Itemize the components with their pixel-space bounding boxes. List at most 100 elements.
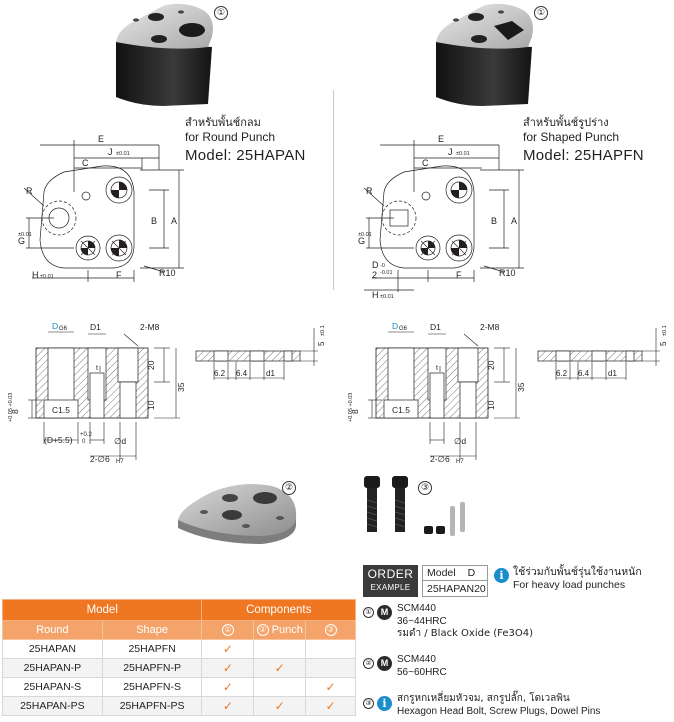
material-1-line1: SCM440 — [397, 603, 436, 614]
dim-DG6-shaped: D — [392, 321, 398, 331]
component-mark-3: ③ — [418, 481, 432, 495]
dim-C: C — [82, 158, 89, 168]
dim-DG6-sub-shaped: G6 — [399, 326, 408, 332]
plate-section-shaped: 5 ±0.1 6.2 6.4 d1 — [537, 325, 668, 380]
dim-8-tol-shaped: +0.05 +0.03 — [348, 393, 354, 422]
check-icon: ✓ — [222, 699, 233, 713]
dim-35: 35 — [176, 382, 186, 392]
dim-R-shaped: R — [366, 186, 373, 196]
cell-shape: 25HAPFN-P — [101, 658, 203, 678]
dim-d1-shaped: d1 — [608, 369, 617, 378]
col-component-2: ② Punch — [253, 620, 307, 640]
material-2-mark: ② — [363, 658, 374, 669]
dim-phi6-shaped: 2-∅6 — [430, 454, 450, 464]
dim-tol02: +0.2 — [80, 432, 93, 438]
note-thai: ใช้ร่วมกับพั้นช์รุ่นใช้งานหนัก — [513, 566, 642, 578]
section-drawing-round: D G6 D1 2-M8 t 20 35 10 8 +0.05 +0.03 C1… — [8, 321, 186, 465]
dim-J-shaped: J — [448, 147, 453, 157]
round-label-thai: สำหรับพั้นช์กลม — [185, 116, 261, 129]
dim-tol0: 0 — [82, 439, 86, 445]
cell-c1: ✓ — [201, 658, 255, 678]
cell-c1: ✓ — [201, 677, 255, 697]
cell-c3 — [305, 658, 356, 678]
dim-J: J — [108, 147, 113, 157]
check-icon: ✓ — [274, 699, 285, 713]
dim-G-tol: ±0.01 — [18, 232, 32, 238]
round-label-en: for Round Punch — [185, 130, 276, 144]
cell-c2 — [253, 677, 307, 697]
dim-10: 10 — [146, 400, 156, 410]
dim-A-shaped: A — [511, 216, 517, 226]
component-mark-1: ① — [214, 6, 228, 20]
cell-round: 25HAPAN-S — [2, 677, 103, 697]
col-shape: Shape — [101, 620, 203, 640]
bolts-pins-photo — [364, 476, 465, 536]
dim-D-frac-den: 2 — [372, 270, 377, 280]
check-icon: ✓ — [325, 680, 336, 694]
holder-block-photo-shaped — [436, 3, 533, 106]
check-icon: ✓ — [222, 661, 233, 675]
order-tag-line2: EXAMPLE — [370, 583, 411, 592]
dim-C15-shaped: C1.5 — [392, 405, 410, 415]
cell-c2 — [253, 639, 307, 659]
shaped-label-thai: สำหรับพั้นช์รูปร่าง — [523, 116, 609, 129]
plan-drawing-shaped: E J ±0.01 C B A R G ±0.01 D 2 -0 -0.01 H… — [358, 134, 524, 300]
dim-D1-shaped: D1 — [430, 322, 441, 332]
info-icon: i — [494, 568, 509, 583]
dim-H-tol-shaped: ±0.01 — [380, 294, 394, 300]
dim-D-frac-num: D — [372, 260, 379, 270]
dim-DG6: D — [52, 321, 58, 331]
dim-10-shaped: 10 — [486, 400, 496, 410]
round-model-title: Model: 25HAPAN — [185, 147, 306, 164]
dim-6-2: 6.2 — [214, 369, 226, 378]
retainer-plate-photo — [178, 484, 297, 544]
dim-5-tol-shaped: ±0.1 — [662, 325, 668, 336]
order-col-model: Model — [427, 567, 456, 579]
dim-E-shaped: E — [438, 134, 444, 144]
dim-J-tol: ±0.01 — [116, 151, 130, 157]
dim-B-shaped: B — [491, 216, 497, 226]
dim-R10: R10 — [159, 268, 176, 278]
shaped-model-title: Model: 25HAPFN — [523, 147, 644, 164]
dim-D-frac-tol-up: -0 — [380, 263, 385, 269]
col-component-1: ① — [201, 620, 255, 640]
check-icon: ✓ — [325, 699, 336, 713]
dim-5-tol: ±0.1 — [320, 325, 326, 336]
dim-H: H — [32, 270, 39, 280]
cell-shape: 25HAPFN — [101, 639, 203, 659]
dim-A: A — [171, 216, 177, 226]
dim-C15: C1.5 — [52, 405, 70, 415]
cell-c3: ✓ — [305, 677, 356, 697]
dim-20-shaped: 20 — [486, 360, 496, 370]
material-3-line1: สกรูหกเหลี่ยมหัวจม, สกรูปลั๊ก, โดเวลพิน — [397, 693, 570, 704]
material-2-line1: SCM440 — [397, 654, 436, 665]
cell-c2: ✓ — [253, 696, 307, 716]
dim-M8-shaped: 2-M8 — [480, 322, 500, 332]
dim-C-shaped: C — [422, 158, 429, 168]
check-icon: ✓ — [222, 642, 233, 656]
dim-E: E — [98, 134, 104, 144]
shaped-label-en: for Shaped Punch — [523, 130, 620, 144]
material-1-line2: 36~44HRC — [397, 616, 447, 627]
dim-H-shaped: H — [372, 290, 379, 300]
dim-phi6-sub: H7 — [116, 459, 124, 465]
order-example-tag: ORDER EXAMPLE — [363, 565, 418, 597]
dim-phid-shaped: ∅d — [454, 436, 466, 446]
check-icon: ✓ — [274, 661, 285, 675]
cell-round: 25HAPAN-PS — [2, 696, 103, 716]
dim-DG6-sub: G6 — [59, 326, 68, 332]
col-component-3: ③ — [305, 620, 356, 640]
cell-round: 25HAPAN-P — [2, 658, 103, 678]
dim-D-frac-tol-dn: -0.01 — [380, 270, 393, 276]
model-components-table: Model Components Round Shape ① ② Punch ③… — [1, 599, 356, 716]
component-mark-2: ② — [282, 481, 296, 495]
cell-c1: ✓ — [201, 696, 255, 716]
plan-drawing-round: E J ±0.01 C B A R G ±0.01 H ±0.01 F R10 — [18, 134, 184, 282]
dim-5: 5 — [317, 341, 326, 346]
col-round: Round — [2, 620, 103, 640]
dim-6-4: 6.4 — [236, 369, 248, 378]
dim-G-shaped: G — [358, 236, 365, 246]
plate-section-round: 5 ±0.1 6.2 6.4 d1 — [195, 325, 326, 380]
cell-round: 25HAPAN — [2, 639, 103, 659]
